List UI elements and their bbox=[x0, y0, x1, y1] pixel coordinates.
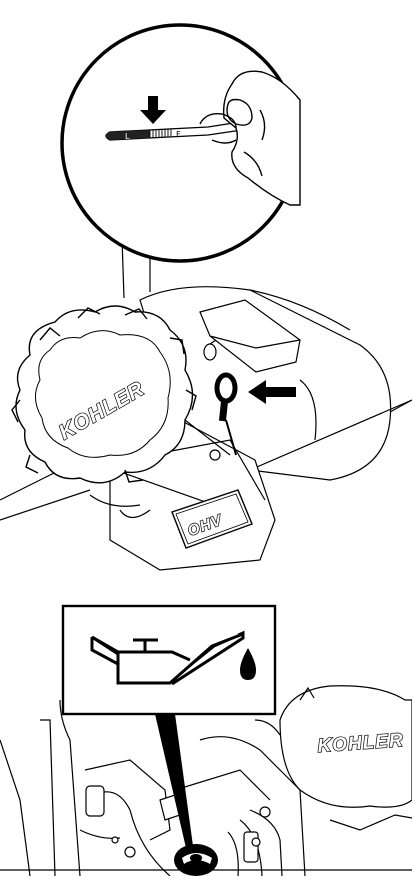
callout-pointer bbox=[155, 714, 193, 848]
oil-drop-icon bbox=[240, 648, 256, 680]
magnifier-detail: L F bbox=[60, 23, 301, 263]
dipstick-check-figure: KOHLER OHV bbox=[0, 23, 412, 571]
oil-can-icon bbox=[90, 630, 245, 686]
oil-fill-figure: KOHLER bbox=[0, 604, 412, 876]
dipstick-low-mark: L bbox=[125, 132, 130, 141]
air-cleaner-cover: KOHLER bbox=[11, 305, 197, 484]
dipstick-full-mark: F bbox=[176, 130, 181, 139]
oil-fill-cap bbox=[174, 844, 218, 876]
arrow-to-dipstick-icon bbox=[248, 380, 296, 404]
ohv-badge: OHV bbox=[171, 489, 253, 549]
hand bbox=[199, 70, 301, 206]
dipstick-handle bbox=[214, 372, 238, 456]
oil-can-callout bbox=[61, 604, 277, 716]
dipstick: L F bbox=[105, 121, 243, 141]
oil-level-arrow-icon bbox=[140, 96, 166, 124]
